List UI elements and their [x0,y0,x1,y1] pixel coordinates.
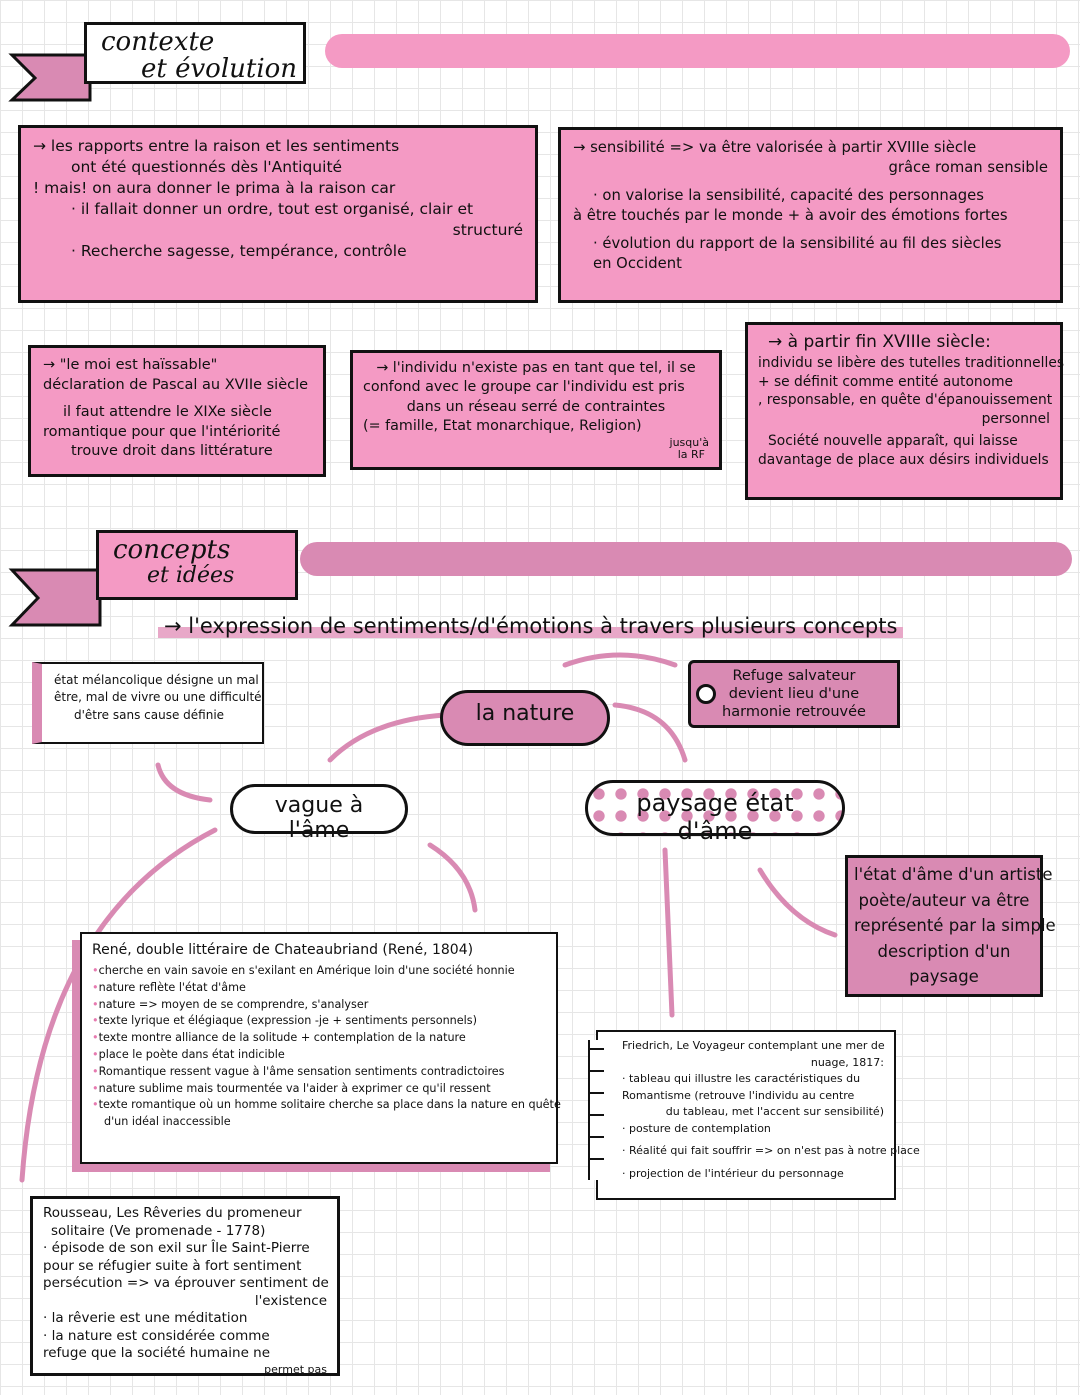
box-line: + se définit comme entité autonome [758,373,1014,390]
box-line: à être touchés par le monde + à avoir de… [573,206,1008,224]
box-friedrich: Friedrich, Le Voyageur contemplant une m… [596,1030,920,1200]
box-line: structuré [452,220,523,239]
box-line: · projection de l'intérieur du personnag… [622,1166,844,1180]
box-line: → les rapports entre la raison et les se… [33,137,400,155]
spiral-binding-icon [588,1040,604,1180]
box-line: refuge que la société humaine ne [43,1345,271,1362]
box-line: nuage, 1817: [810,1055,884,1069]
box-note-jusqua: jusqu'à [669,436,709,450]
box-line: l'existence [254,1292,327,1309]
box-line: description d'un [877,941,1011,961]
list-item: texte romantique où un homme solitaire c… [92,1097,561,1114]
box-line: → à partir fin XVIIIe siècle: [768,332,991,352]
box-line: harmonie retrouvée [722,704,866,721]
box-line: déclaration de Pascal au XVIIe siècle [43,376,309,393]
box-line: → sensibilité => va être valorisée à par… [573,139,977,156]
box-line: → l'individu n'existe pas en tant que te… [376,360,696,376]
box-line: poète/auteur va être [858,890,1030,910]
box-line: Friedrich, Le Voyageur contemplant une m… [622,1039,885,1052]
box-artiste: l'état d'âme d'un artiste poète/auteur v… [845,855,1056,997]
box-line: ! mais! on aura donner le prima à la rai… [33,178,396,197]
box-line: · Recherche sagesse, tempérance, contrôl… [71,241,407,260]
section-title-concepts: concepts et idées [96,530,298,600]
box-line: devient lieu d'une [728,686,860,703]
box-line: confond avec le groupe car l'individu es… [363,379,685,396]
section-title-line2: et évolution [141,54,298,85]
box-antiquite: → les rapports entre la raison et les se… [18,125,538,303]
box-line: Refuge salvateur [732,668,856,684]
list-item: place le poète dans état indicible [92,1047,546,1064]
list-item: texte montre alliance de la solitude + c… [92,1030,546,1047]
box-rousseau: Rousseau, Les Rêveries du promeneur soli… [30,1196,340,1376]
list-item: cherche en vain savoie en s'exilant en A… [92,963,546,980]
box-individu: → l'individu n'existe pas en tant que te… [350,350,722,470]
box-rene: René, double littéraire de Chateaubriand… [80,932,561,1164]
tag-refuge: Refuge salvateur devient lieu d'une harm… [688,660,900,728]
section-divider-bar [300,542,1072,576]
box-line: Romantisme (retrouve l'individu au centr… [622,1088,855,1102]
list-item: nature sublime mais tourmentée va l'aide… [92,1081,546,1098]
box-line: davantage de place aux désirs individuel… [758,452,1049,469]
box-line: · on valorise la sensibilité, capacité d… [593,186,984,204]
box-rene-title: René, double littéraire de Chateaubriand… [92,942,474,958]
box-line: Société nouvelle apparaît, qui laisse [768,433,1018,450]
box-line: persécution => va éprouver sentiment de [43,1275,329,1292]
box-line: · posture de contemplation [622,1121,771,1135]
box-line: grâce roman sensible [888,158,1048,176]
section-divider-bar [325,34,1070,68]
list-item: nature reflète l'état d'âme [92,980,546,997]
section-subtitle: → l'expression de sentiments/d'émotions … [158,614,904,638]
box-line: être, mal de vivre ou une difficulté [54,690,262,705]
box-line: du tableau, met l'accent sur sensibilité… [665,1105,884,1118]
box-melancolie: état mélancolique désigne un mal être, m… [32,662,264,744]
box-line: ont été questionnés dès l'Antiquité [71,157,343,176]
box-sensibilite: → sensibilité => va être valorisée à par… [558,127,1063,303]
section-title-line2: et idées [147,563,235,589]
box-line: · Réalité qui fait souffrir => on n'est … [622,1144,920,1157]
box-line: paysage [909,967,979,987]
box-line: · la rêverie est une méditation [43,1310,248,1327]
box-line: · il fallait donner un ordre, tout est o… [71,199,474,218]
box-line: représenté par la simple [854,916,1056,936]
box-fin-xviiie: → à partir fin XVIIIe siècle: individu s… [745,322,1065,500]
box-line: Rousseau, Les Rêveries du promeneur [43,1205,302,1221]
box-line: individu se libère des tutelles traditio… [758,354,1065,371]
box-line: personnel [981,410,1050,427]
node-la-nature: la nature [440,690,610,746]
box-line: solitaire (Ve promenade - 1778) [51,1222,266,1239]
list-item: texte lyrique et élégiaque (expression -… [92,1013,546,1030]
box-line: (= famille, Etat monarchique, Religion) [363,417,642,434]
box-line: → "le moi est haïssable" [43,357,218,373]
box-line: romantique pour que l'intériorité [43,423,281,440]
node-paysage-etat-dame: paysage état d'âme [585,780,845,845]
list-item: d'un idéal inaccessible [104,1115,231,1129]
node-vague-a-lame: vague à l'âme [230,784,408,843]
box-line: d'être sans cause définie [74,707,225,722]
box-line: · épisode de son exil sur Île Saint-Pier… [43,1240,310,1257]
section-title-line1: concepts [113,535,231,565]
box-line: · la nature est considérée comme [43,1327,270,1344]
box-line: · évolution du rapport de la sensibilité… [593,234,1002,252]
box-line: permet pas [264,1362,327,1376]
tag-hole-icon [696,684,716,704]
box-pascal: → "le moi est haïssable" déclaration de … [28,345,326,477]
box-line: , responsable, en quête d'épanouissement [758,392,1053,409]
box-line: il faut attendre le XIXe siècle [63,404,272,421]
box-line: trouve droit dans littérature [71,443,273,460]
section-title-line1: contexte [101,27,215,57]
list-item: Romantique ressent vague à l'âme sensati… [92,1064,546,1081]
box-line: · tableau qui illustre les caractéristiq… [622,1072,861,1085]
list-item: nature => moyen de se comprendre, s'anal… [92,997,546,1014]
section-title-contexte: contexte et évolution [84,22,306,84]
box-line: en Occident [593,254,682,272]
box-line: dans un réseau serré de contraintes [406,398,666,415]
box-line: pour se réfugier suite à fort sentiment [43,1257,302,1274]
box-line: l'état d'âme d'un artiste [854,865,1053,884]
box-note-rf: la RF [677,448,705,462]
box-line: état mélancolique désigne un mal [54,673,259,687]
